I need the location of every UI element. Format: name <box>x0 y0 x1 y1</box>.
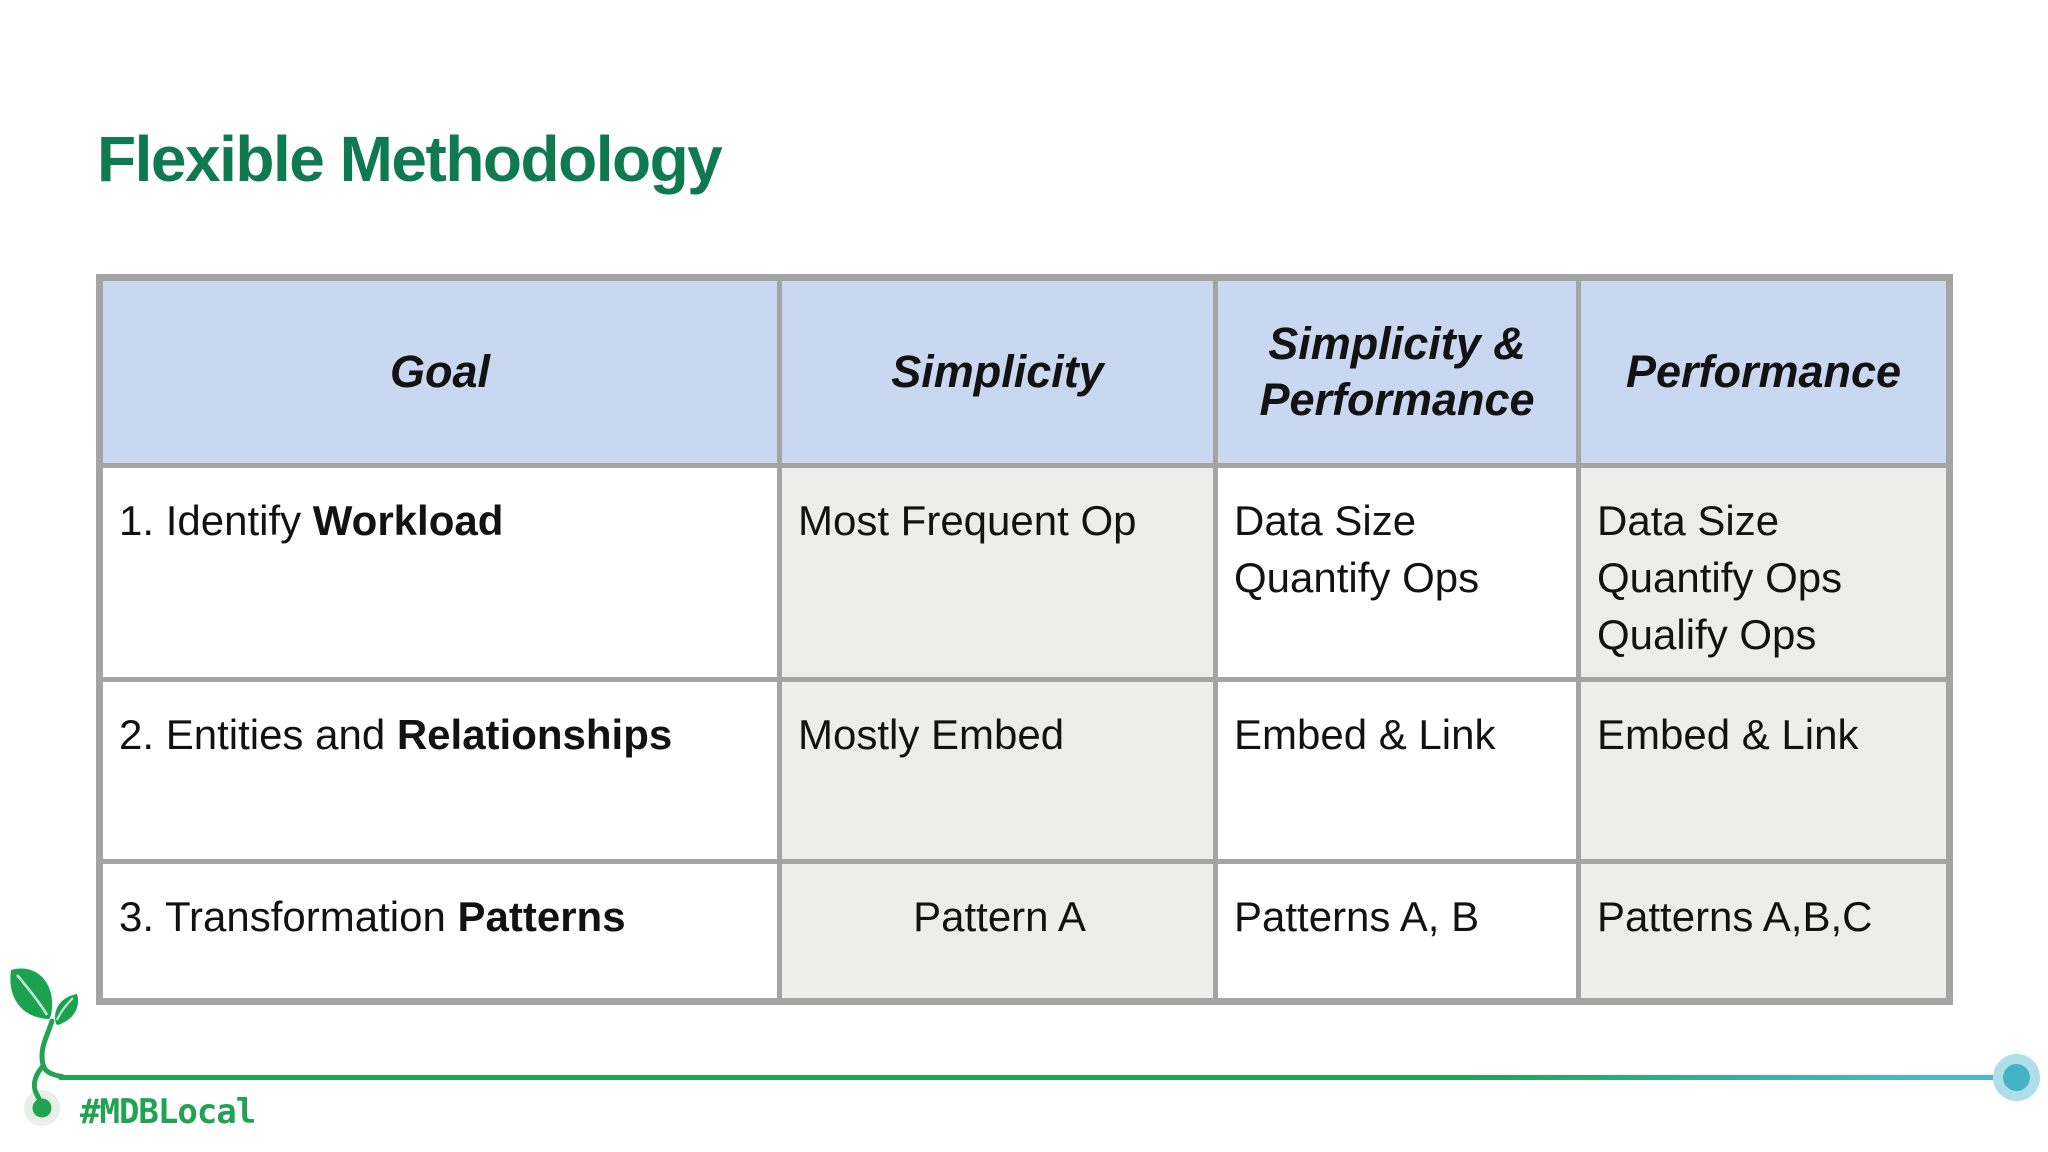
cell-goal-patterns: 3. Transformation Patterns <box>97 859 782 1005</box>
col-header-goal: Goal <box>97 275 782 468</box>
cell-performance-workload: Data Size Quantify Ops Qualify Ops <box>1576 462 1952 683</box>
col-header-simplicity-performance: Simplicity & Performance <box>1213 275 1581 468</box>
table-row-transformation-patterns: 3. Transformation Patterns Pattern A Pat… <box>97 859 1952 1005</box>
cell-simplicity-workload: Most Frequent Op <box>777 462 1218 683</box>
sprout-small-leaf <box>55 994 79 1025</box>
cell-goal-workload: 1. Identify Workload <box>97 462 782 683</box>
goal-keyword: Relationships <box>396 711 673 759</box>
goal-prefix: 1. Identify <box>119 497 313 544</box>
goal-keyword: Patterns <box>457 893 626 941</box>
event-hashtag: #MDBLocal <box>80 1092 256 1132</box>
cell-simplicity-relationships: Mostly Embed <box>777 677 1218 865</box>
table-header-row: Goal Simplicity Simplicity & Performance… <box>97 275 1952 468</box>
col-header-simplicity: Simplicity <box>777 275 1218 468</box>
sprout-stem <box>39 1018 65 1079</box>
cell-simplicity-performance-patterns: Patterns A, B <box>1213 859 1581 1005</box>
goal-prefix: 3. Transformation <box>119 893 458 941</box>
table-row-identify-workload: 1. Identify Workload Most Frequent Op Da… <box>97 462 1952 683</box>
col-header-performance: Performance <box>1576 275 1952 468</box>
cell-simplicity-performance-workload: Data Size Quantify Ops <box>1213 462 1581 683</box>
sprout-icon <box>10 968 79 1126</box>
methodology-table: Goal Simplicity Simplicity & Performance… <box>96 274 1953 1006</box>
line-end-dot <box>2003 1064 2030 1091</box>
goal-prefix: 2. Entities and <box>119 711 397 759</box>
goal-keyword: Workload <box>312 497 504 544</box>
cell-performance-relationships: Embed & Link <box>1576 677 1952 865</box>
sprout-stem-branch <box>31 1063 46 1102</box>
cell-simplicity-performance-relationships: Embed & Link <box>1213 677 1581 865</box>
cell-goal-relationships: 2. Entities and Relationships <box>97 677 782 865</box>
cell-simplicity-patterns: Pattern A <box>777 859 1218 1005</box>
table-row-entities-relationships: 2. Entities and Relationships Mostly Emb… <box>97 677 1952 865</box>
sprout-dot <box>32 1098 52 1118</box>
page-title: Flexible Methodology <box>97 123 723 195</box>
cell-performance-patterns: Patterns A,B,C <box>1576 859 1952 1005</box>
footer-accent-line <box>58 1075 2016 1080</box>
